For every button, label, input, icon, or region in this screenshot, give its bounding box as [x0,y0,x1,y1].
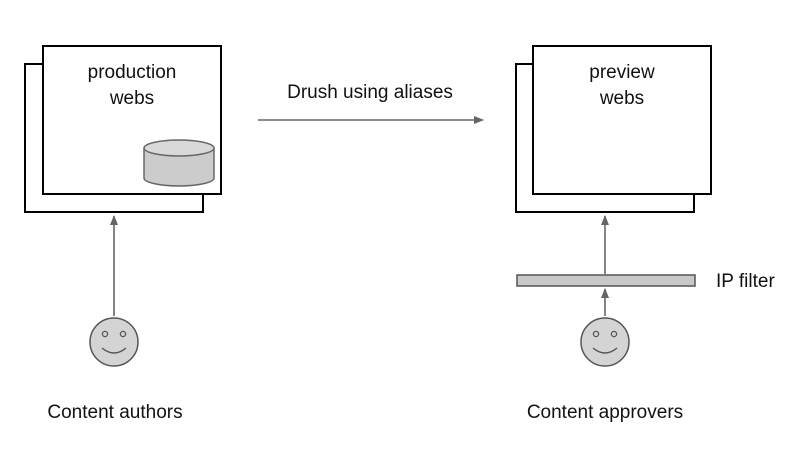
preview-server-front [532,45,712,195]
content-approvers-actor: Content approvers [527,317,683,423]
preview-server-stack: preview webs [515,45,712,213]
smiley-face-icon [580,317,630,367]
preview-label-line2: webs [599,88,644,109]
production-server-stack: production webs [24,45,222,213]
content-approvers-label: Content approvers [527,402,683,423]
content-authors-label: Content authors [47,402,182,423]
drush-connection-label: Drush using aliases [287,82,453,103]
preview-label-line1: preview [589,62,655,83]
ip-filter-label: IP filter [716,271,775,292]
production-label-line1: production [88,62,177,83]
database-icon [143,139,215,187]
ip-filter: IP filter [516,271,775,292]
production-label-line2: webs [109,88,154,109]
ip-filter-bar [516,274,696,287]
content-authors-actor: Content authors [47,317,183,423]
smiley-face-icon [89,317,139,367]
drush-connection: Drush using aliases [258,82,484,124]
